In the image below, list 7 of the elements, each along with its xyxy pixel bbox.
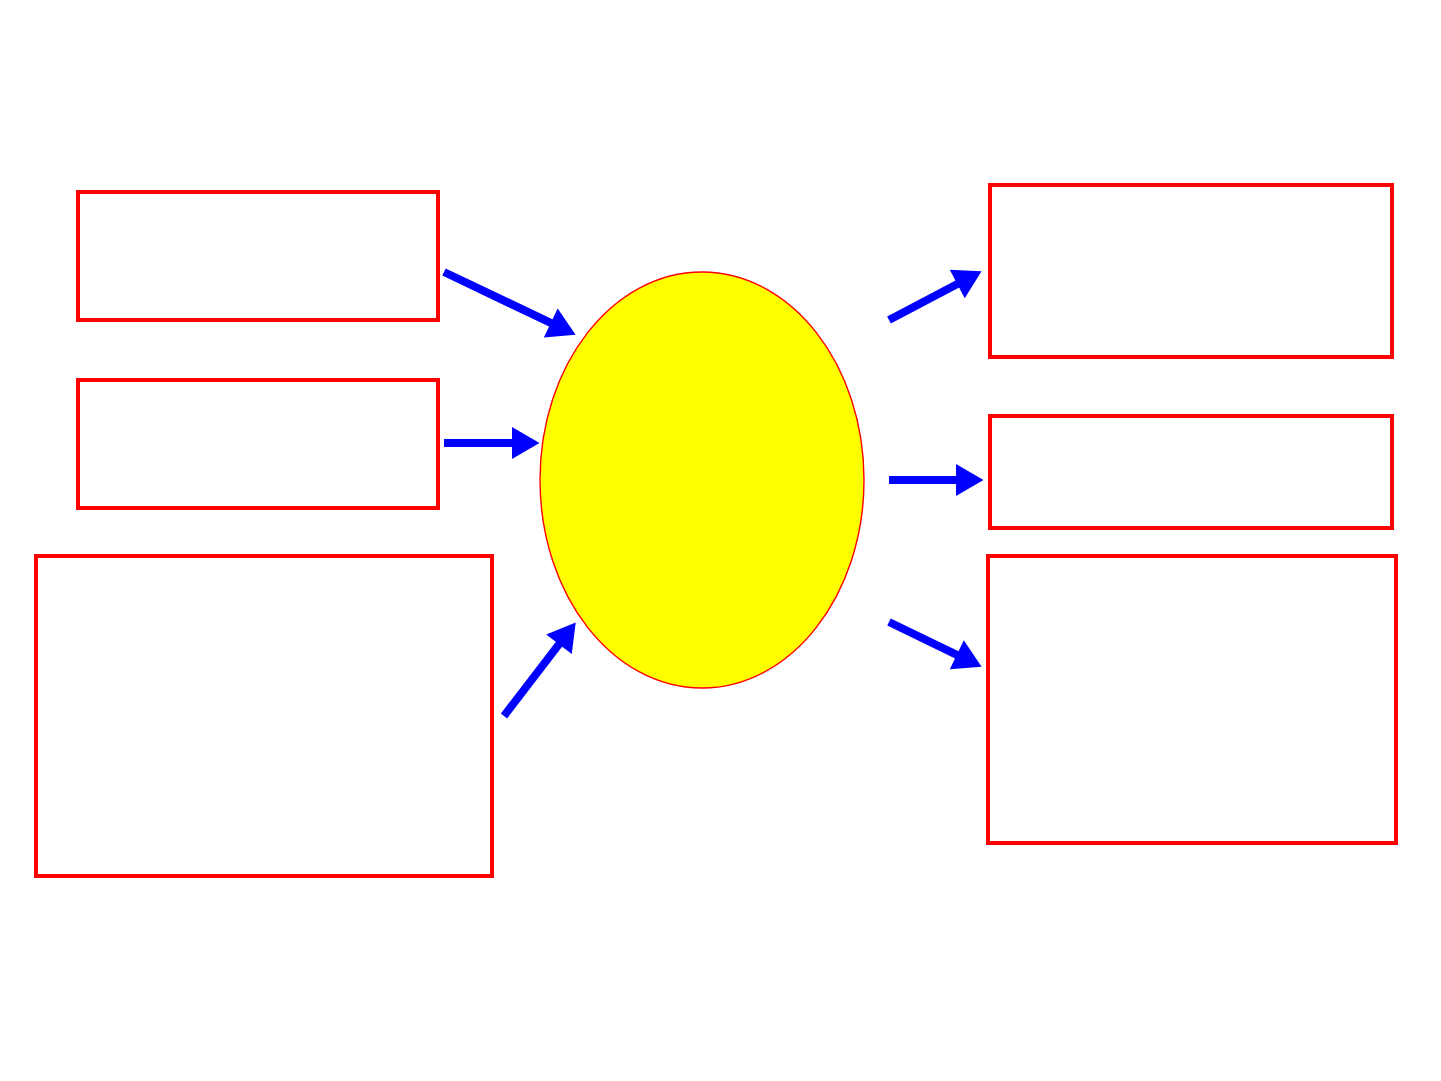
process-box — [986, 554, 1398, 845]
process-box — [34, 554, 494, 878]
process-box — [76, 190, 440, 322]
process-box — [988, 183, 1394, 359]
ellipse-shape — [539, 271, 865, 689]
process-box — [76, 378, 440, 510]
process-box — [988, 414, 1394, 530]
